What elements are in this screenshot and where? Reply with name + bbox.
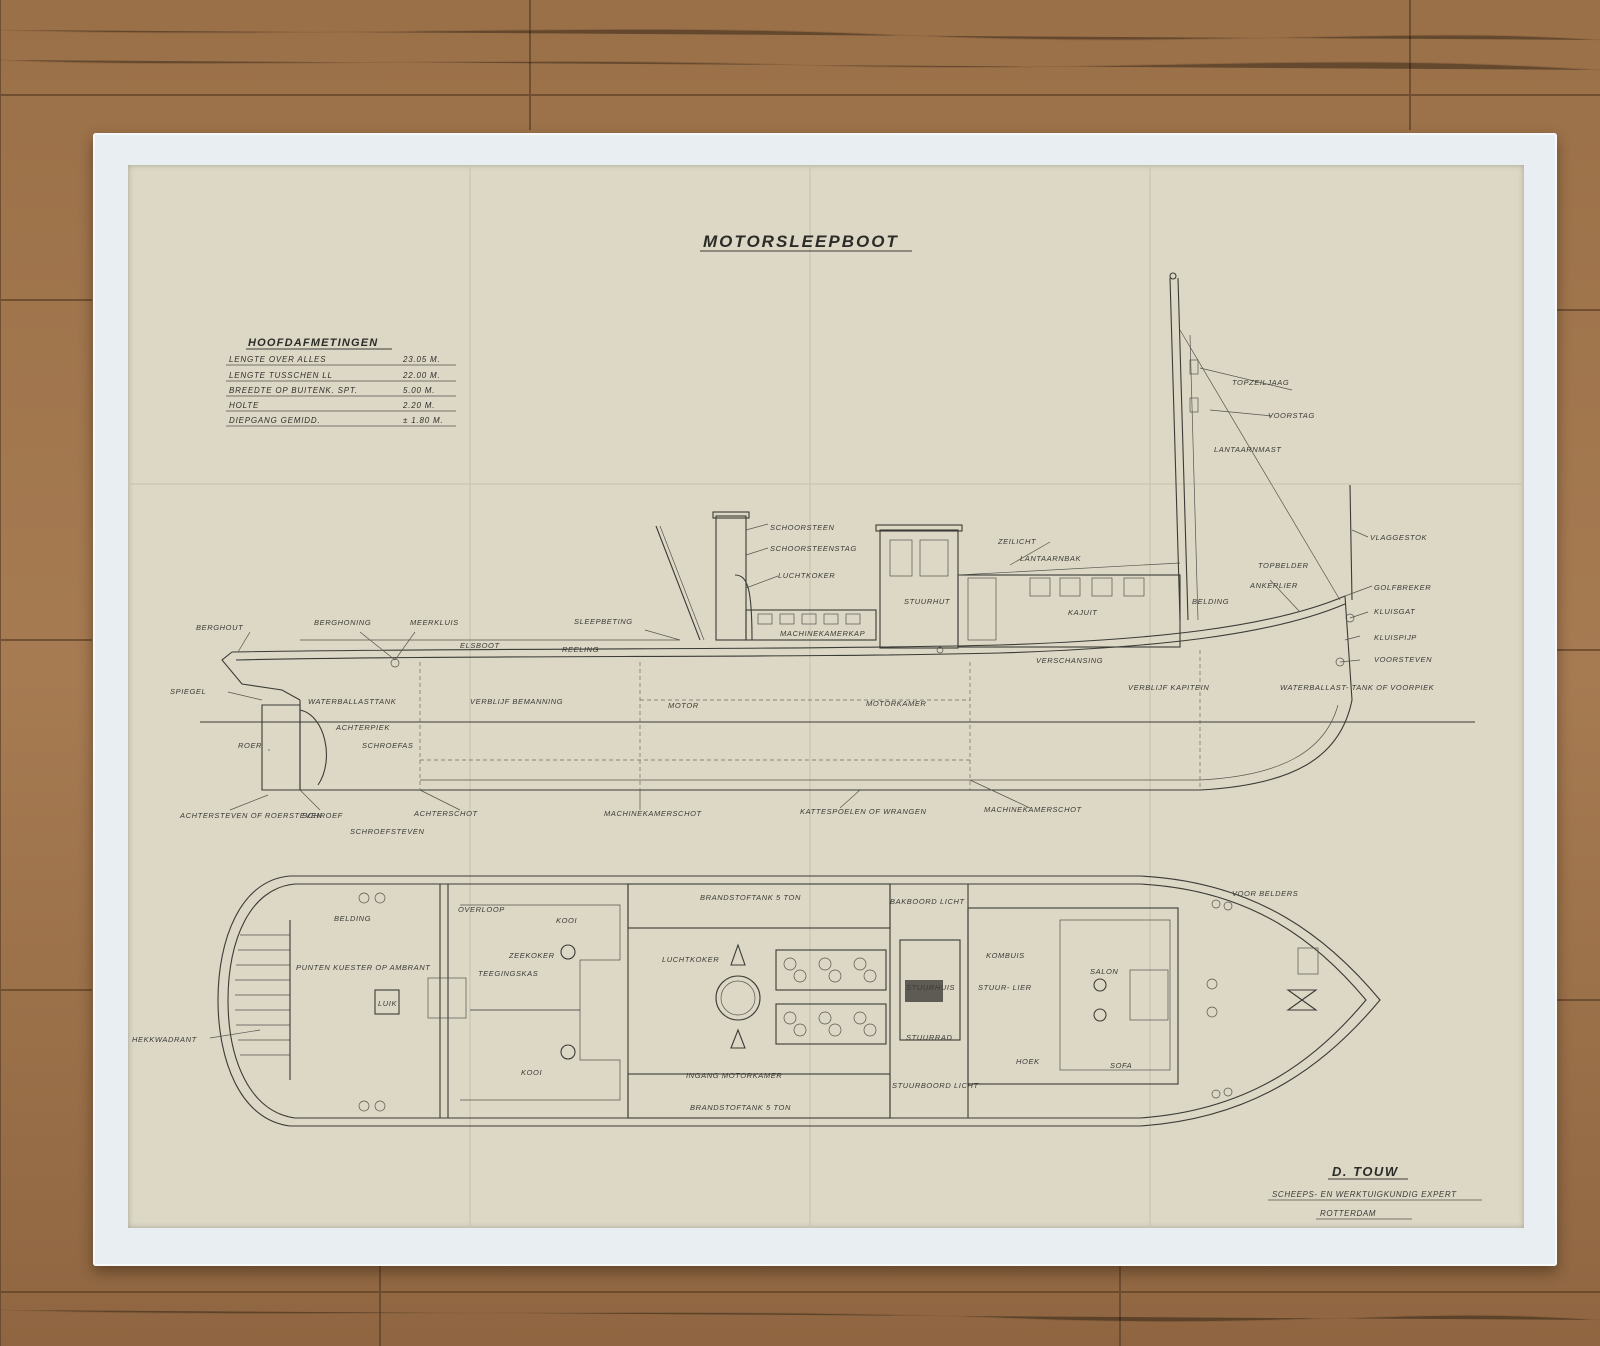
label-waterballast-voorpiek: WATERBALLAST- TANK OF VOORPIEK <box>1280 683 1435 692</box>
side-elevation: BERGHOUT BERGHONING MEERKLUIS SLEEPBETIN… <box>170 272 1475 836</box>
label-schoorsteen: SCHOORSTEEN <box>770 523 835 532</box>
label-overloop: OVERLOOP <box>458 905 505 914</box>
svg-text:22.00 M.: 22.00 M. <box>402 371 441 380</box>
label-kooi-1: KOOI <box>556 916 577 925</box>
dimension-row: LENGTE OVER ALLES 23.05 M. <box>226 355 456 366</box>
label-achterpiek: ACHTERPIEK <box>335 723 390 732</box>
signature-line-2: ROTTERDAM <box>1320 1209 1376 1218</box>
label-stuurlier: STUUR- LIER <box>978 983 1032 992</box>
label-voorstag: VOORSTAG <box>1268 411 1315 420</box>
label-schroefas: SCHROEFAS <box>362 741 414 750</box>
label-stuurrad: STUURRAD <box>906 1033 952 1042</box>
signature-block: D. TOUW SCHEEPS- EN WERKTUIGKUNDIG EXPER… <box>1268 1164 1482 1220</box>
label-verblijf-bemanning: VERBLIJF BEMANNING <box>470 697 563 706</box>
label-berghoning: BERGHONING <box>314 618 371 627</box>
deck-plan: BRANDSTOFTANK 5 TON BRANDSTOFTANK 5 TON … <box>132 875 1381 1127</box>
svg-text:± 1.80 M.: ± 1.80 M. <box>403 416 444 425</box>
label-verblijf-kapitein: VERBLIJF KAPITEIN <box>1128 683 1209 692</box>
label-voorsteven: VOORSTEVEN <box>1374 655 1432 664</box>
svg-text:LENGTE TUSSCHEN LL: LENGTE TUSSCHEN LL <box>229 371 333 380</box>
label-belding: BELDING <box>334 914 371 923</box>
label-luik: LUIK <box>378 999 397 1008</box>
svg-text:2.20 M.: 2.20 M. <box>402 401 435 410</box>
label-reeling: REELING <box>562 645 599 654</box>
dimension-row: DIEPGANG GEMIDD. ± 1.80 M. <box>226 416 456 427</box>
dimension-row: BREEDTE OP BUITENK. SPT. 5.00 M. <box>226 386 456 397</box>
label-achtersteven: ACHTERSTEVEN OF ROERSTEVEN <box>179 811 323 820</box>
label-zeekoker: ZEEKOKER <box>508 951 555 960</box>
label-kajuit: KAJUIT <box>1068 608 1098 617</box>
label-luchtkoker: LUCHTKOKER <box>778 571 835 580</box>
label-meerkluis: MEERKLUIS <box>410 618 459 627</box>
label-sleepbeting: SLEEPBETING <box>574 617 633 626</box>
label-vlaggestok: VLAGGESTOK <box>1370 533 1428 542</box>
label-ankerlier: ANKERLIER <box>1249 581 1298 590</box>
signature-name: D. TOUW <box>1332 1164 1399 1179</box>
label-hekkwadrant: HEKKWADRANT <box>132 1035 198 1044</box>
svg-text:HOLTE: HOLTE <box>229 401 259 410</box>
label-golfbreker: GOLFBREKER <box>1374 583 1431 592</box>
label-kattespoelen: KATTESPOELEN OF WRANGEN <box>800 807 926 816</box>
svg-text:23.05 M.: 23.05 M. <box>402 355 441 364</box>
label-kombuis: KOMBUIS <box>986 951 1025 960</box>
label-kluisgat: KLUISGAT <box>1374 607 1416 616</box>
label-luchtkoker-plan: LUCHTKOKER <box>662 955 719 964</box>
label-verschansing: VERSCHANSING <box>1036 656 1103 665</box>
label-stuurboord-licht: STUURBOORD LICHT <box>892 1081 980 1090</box>
label-stuurhut: STUURHUT <box>904 597 951 606</box>
label-schoorsteenstag: SCHOORSTEENSTAG <box>770 544 857 553</box>
dimension-row: LENGTE TUSSCHEN LL 22.00 M. <box>226 371 456 382</box>
label-roer: ROER <box>238 741 262 750</box>
drawing-title: MOTORSLEEPBOOT <box>703 232 899 251</box>
svg-text:5.00 M.: 5.00 M. <box>403 386 435 395</box>
label-kooi-2: KOOI <box>521 1068 542 1077</box>
label-hoek: HOEK <box>1016 1057 1040 1066</box>
svg-text:BREEDTE OP BUITENK. SPT.: BREEDTE OP BUITENK. SPT. <box>229 386 358 395</box>
label-waterballasttank: WATERBALLASTTANK <box>308 697 397 706</box>
label-motor: MOTOR <box>668 701 699 710</box>
label-brandstoftank-bottom: BRANDSTOFTANK 5 TON <box>690 1103 791 1112</box>
label-lantaarnbak: LANTAARNBAK <box>1020 554 1081 563</box>
label-punten-kuester: PUNTEN KUESTER OP AMBRANT <box>296 963 431 972</box>
label-kluispijp: KLUISPIJP <box>1374 633 1417 642</box>
dimensions-heading: HOOFDAFMETINGEN <box>248 337 378 349</box>
label-voor-belders: VOOR BELDERS <box>1232 889 1298 898</box>
label-topzeiljaag: TOPZEILJAAG <box>1232 378 1289 387</box>
label-bakboord-licht: BAKBOORD LICHT <box>890 897 965 906</box>
label-elsboot: ELSBOOT <box>460 641 500 650</box>
label-machinekamerschot-2: MACHINEKAMERSCHOT <box>984 805 1083 814</box>
label-lantaarnmast: LANTAARNMAST <box>1214 445 1282 454</box>
label-topbelder: TOPBELDER <box>1258 561 1309 570</box>
label-schroef: SCHROEF <box>302 811 343 820</box>
svg-text:DIEPGANG GEMIDD.: DIEPGANG GEMIDD. <box>229 416 320 425</box>
label-machinekamerkap: MACHINEKAMERKAP <box>780 629 865 638</box>
label-schroefsteven: SCHROEFSTEVEN <box>350 827 424 836</box>
dimensions-table: HOOFDAFMETINGEN LENGTE OVER ALLES 23.05 … <box>226 337 456 427</box>
label-berghout: BERGHOUT <box>196 623 244 632</box>
label-achterschot: ACHTERSCHOT <box>413 809 479 818</box>
label-zeilicht: ZEILICHT <box>997 537 1037 546</box>
label-motorkamer: MOTORKAMER <box>866 699 926 708</box>
label-ingang-motorkamer: INGANG MOTORKAMER <box>686 1071 782 1080</box>
signature-line-1: SCHEEPS- EN WERKTUIGKUNDIG EXPERT <box>1272 1190 1457 1199</box>
dimension-row: HOLTE 2.20 M. <box>226 401 456 412</box>
label-spiegel: SPIEGEL <box>170 687 206 696</box>
label-stuurhuis: STUURHUIS <box>906 983 955 992</box>
label-salon: SALON <box>1090 967 1118 976</box>
blueprint-paper <box>128 165 1524 1228</box>
svg-text:LENGTE OVER ALLES: LENGTE OVER ALLES <box>229 355 326 364</box>
label-machinekamerschot: MACHINEKAMERSCHOT <box>604 809 703 818</box>
label-belding: BELDING <box>1192 597 1229 606</box>
label-brandstoftank-top: BRANDSTOFTANK 5 TON <box>700 893 801 902</box>
label-sofa: SOFA <box>1110 1061 1132 1070</box>
label-teegingskas: TEEGINGSKAS <box>478 969 538 978</box>
